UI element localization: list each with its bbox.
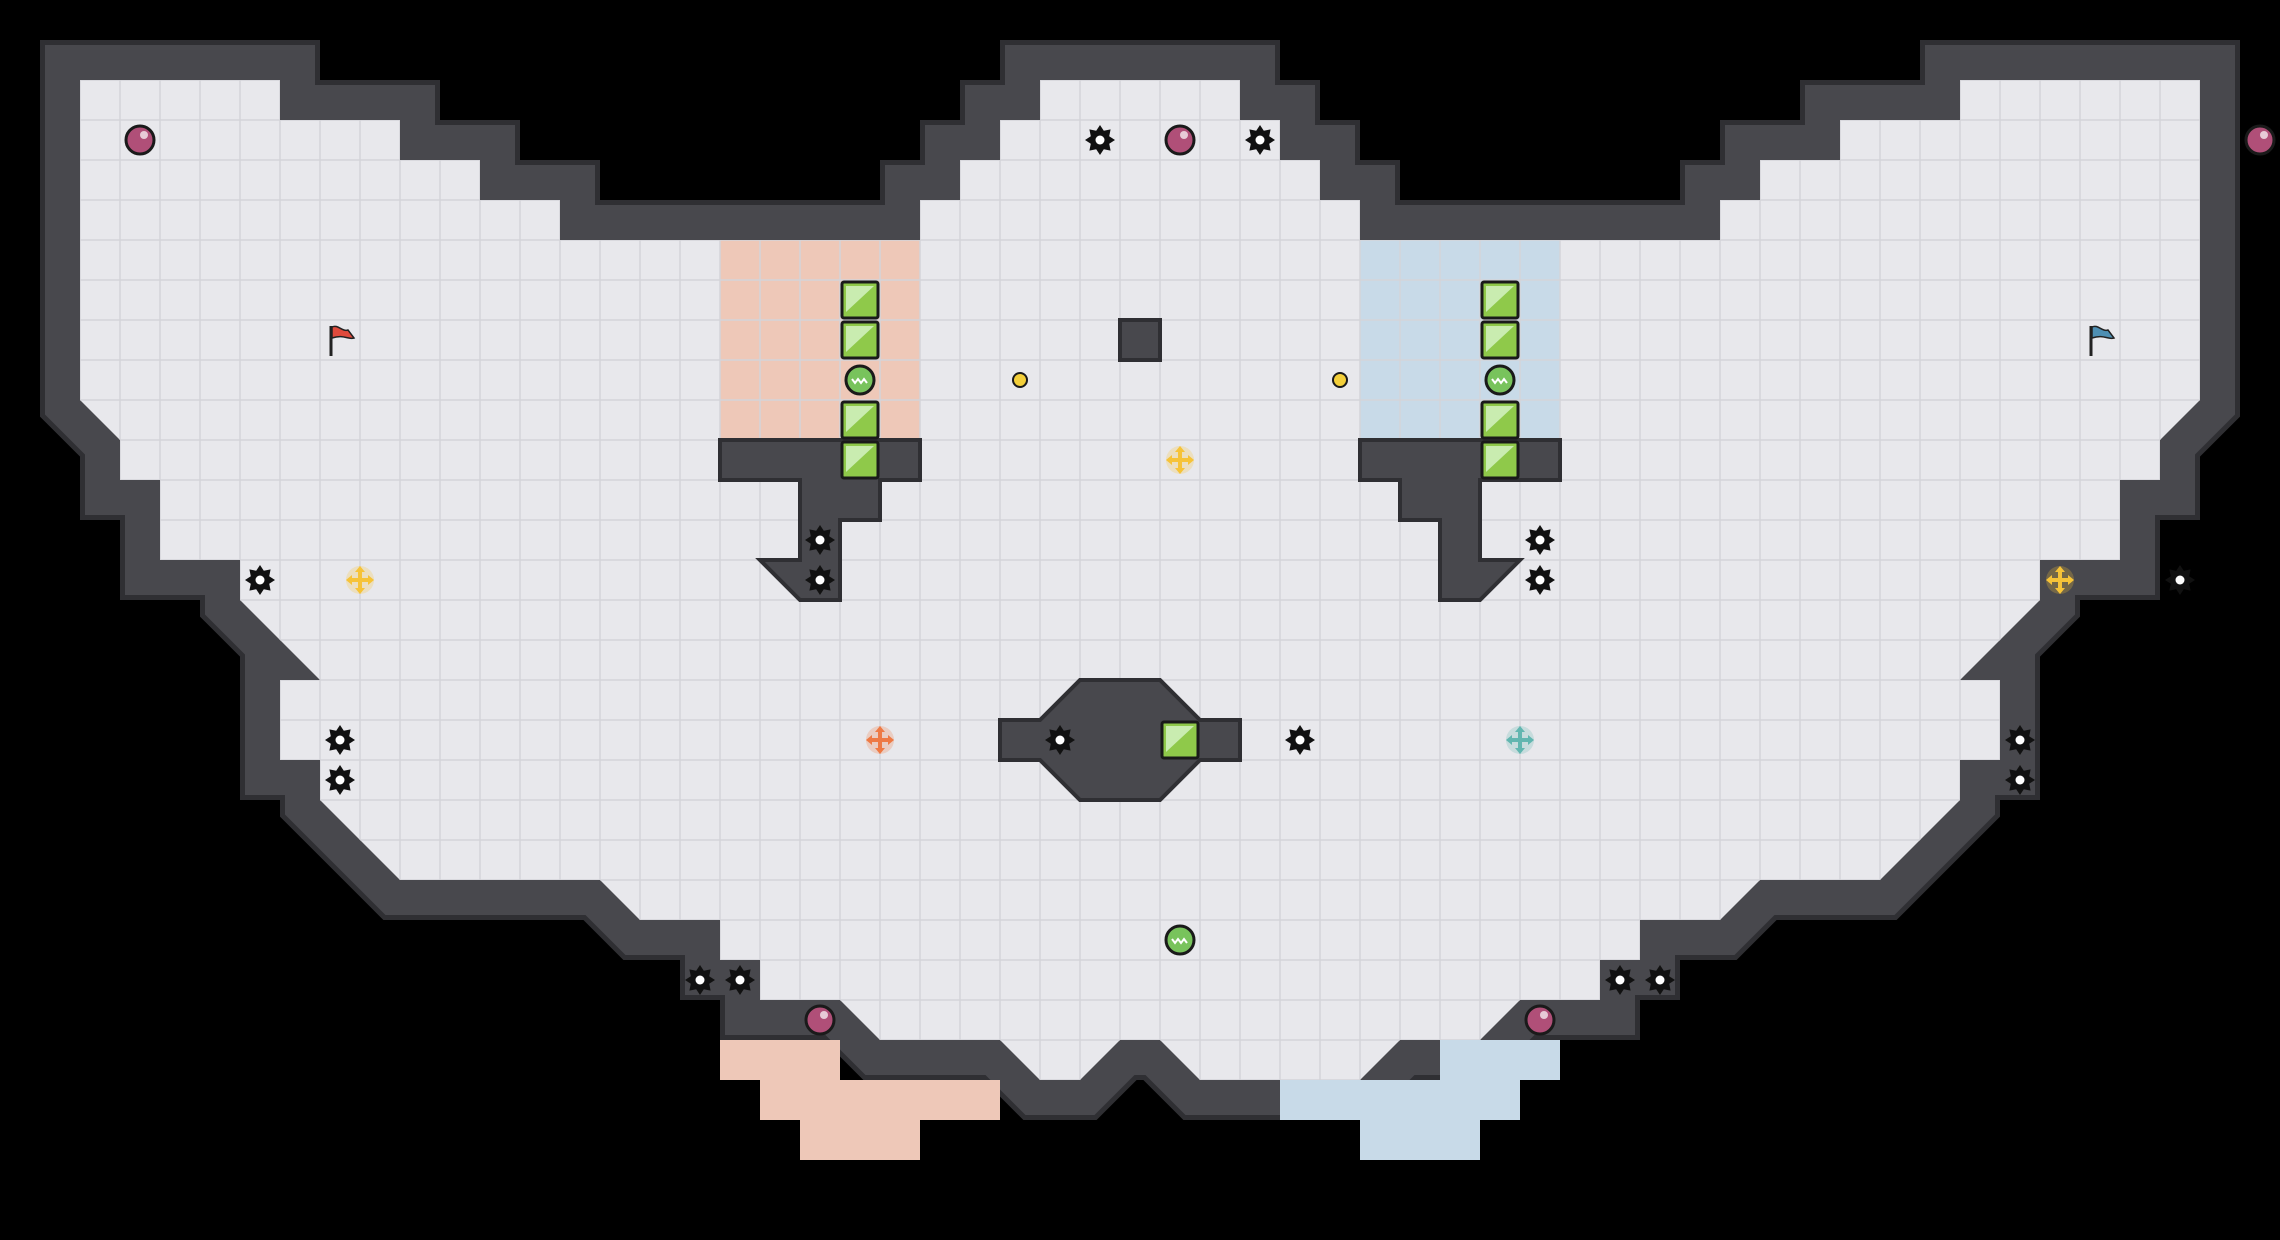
orb-icon <box>804 1004 836 1036</box>
red-base-zone <box>720 240 920 440</box>
boost-pad-icon <box>844 364 876 396</box>
spike-icon <box>325 725 355 755</box>
orb-icon <box>1164 124 1196 156</box>
spike-icon <box>1605 965 1635 995</box>
green-block <box>840 400 880 440</box>
green-block <box>840 320 880 360</box>
boost-pad-icon <box>1164 924 1196 956</box>
powerup-teal-icon <box>1506 726 1534 754</box>
orb-icon <box>1524 1004 1556 1036</box>
center-wall <box>998 678 1242 802</box>
green-block <box>1480 400 1520 440</box>
green-block <box>1160 720 1200 760</box>
powerup-yellow-icon <box>2046 566 2074 594</box>
spike-icon <box>1085 125 1115 155</box>
spike-icon <box>1245 125 1275 155</box>
green-block <box>1480 320 1520 360</box>
spike-icon <box>805 565 835 595</box>
green-block <box>840 280 880 320</box>
spike-icon <box>1525 565 1555 595</box>
spike-icon <box>1525 525 1555 555</box>
entity-layer <box>124 124 2276 1036</box>
center-pillar <box>1118 318 1162 362</box>
zone-layer <box>720 240 1560 1160</box>
red-lower-zone <box>720 1040 1000 1160</box>
green-block <box>1480 440 1520 480</box>
blue-lower-zone <box>1280 1040 1560 1160</box>
spike-icon <box>685 965 715 995</box>
spike-icon <box>325 765 355 795</box>
inner-wall-layer <box>718 318 1562 802</box>
spike-icon <box>2005 765 2035 795</box>
spike-icon <box>2005 725 2035 755</box>
red-flag-icon <box>329 325 356 356</box>
coin-icon <box>1012 372 1028 388</box>
green-block <box>1480 280 1520 320</box>
spike-icon <box>2165 565 2195 595</box>
coin-icon <box>1332 372 1348 388</box>
blue-base-wall <box>1358 438 1562 602</box>
floor-layer <box>80 80 2200 1080</box>
orb-icon <box>124 124 156 156</box>
powerup-yellow-icon <box>1166 446 1194 474</box>
spike-icon <box>725 965 755 995</box>
powerup-red-icon <box>866 726 894 754</box>
powerup-yellow-icon <box>346 566 374 594</box>
spike-icon <box>1045 725 1075 755</box>
floor-area <box>80 80 2200 1080</box>
green-block <box>840 440 880 480</box>
blue-base-zone <box>1360 240 1560 440</box>
spike-icon <box>1285 725 1315 755</box>
orb-icon <box>2244 124 2276 156</box>
red-base-wall <box>718 438 922 602</box>
spike-icon <box>245 565 275 595</box>
boost-pad-icon <box>1484 364 1516 396</box>
spike-icon <box>805 525 835 555</box>
spike-icon <box>1645 965 1675 995</box>
blue-flag-icon <box>2089 325 2116 356</box>
